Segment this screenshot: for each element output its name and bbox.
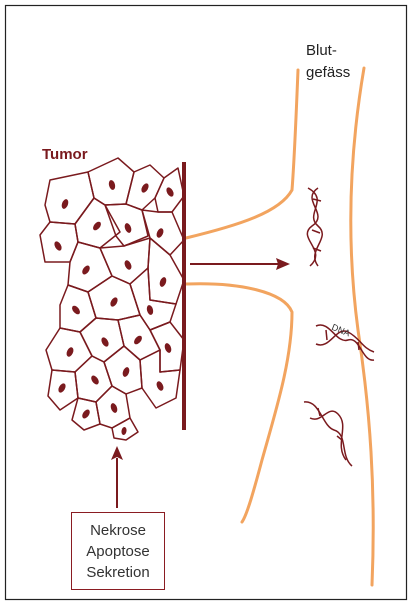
release-arrow <box>190 258 290 270</box>
tumor-cells <box>40 158 184 440</box>
vessel-left-wall-lower <box>186 284 292 522</box>
dna-strand-3 <box>304 402 352 466</box>
figure-frame <box>6 6 407 600</box>
vessel-right-wall <box>351 68 373 585</box>
blood-vessel-label: Blut- gefäss <box>306 40 350 84</box>
process-arrow <box>111 446 123 508</box>
process-secretion: Sekretion <box>86 562 149 583</box>
process-apoptosis: Apoptose <box>86 541 149 562</box>
blood-vessel-label-line-1: Blut- <box>306 40 350 62</box>
tumor-cluster <box>40 158 184 440</box>
process-necrosis: Nekrose <box>90 520 146 541</box>
blood-vessel-label-line-2: gefäss <box>306 62 350 84</box>
cell-nuclei <box>53 179 175 435</box>
vessel-left-wall-upper <box>186 70 298 238</box>
process-box: Nekrose Apoptose Sekretion <box>71 512 165 590</box>
dna-strand-1 <box>307 188 322 266</box>
tumor-label: Tumor <box>42 146 88 163</box>
